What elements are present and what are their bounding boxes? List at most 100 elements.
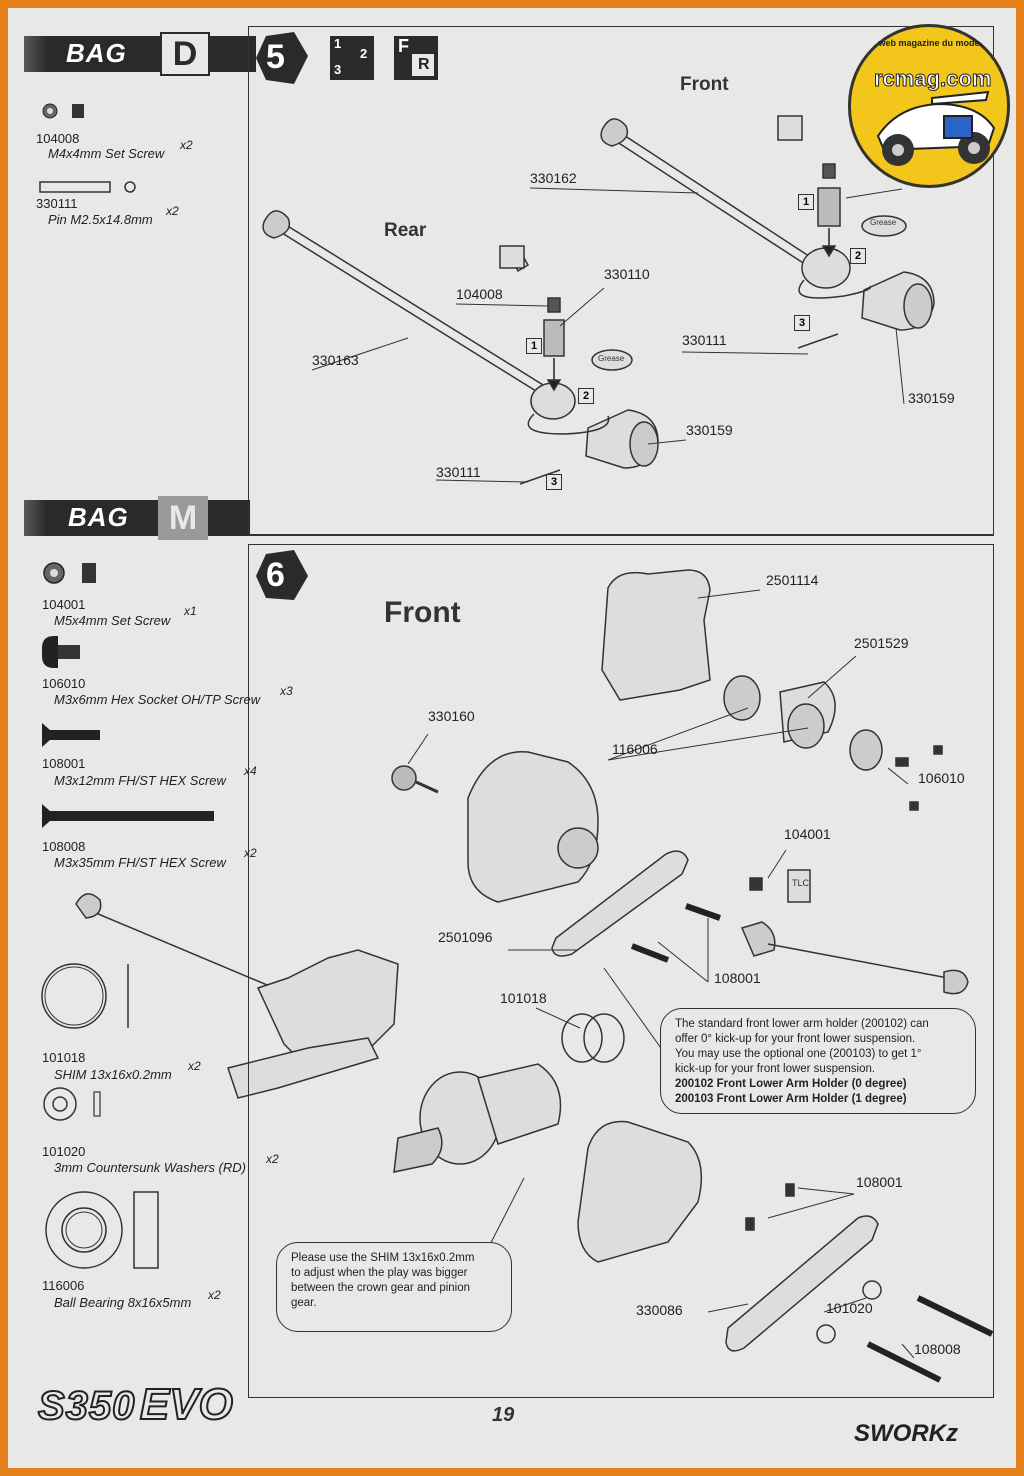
part-name: SHIM 13x16x0.2mm [54,1067,172,1082]
parts-icons-svg [39,103,994,1383]
part-label: 108001 [856,1174,903,1190]
part-name: M4x4mm Set Screw [48,146,165,161]
washer-icon [43,1087,77,1121]
part-number: 330111 [36,196,78,211]
part-label: 2501096 [438,929,493,945]
part-number: 104008 [36,131,80,146]
note-line-bold: 200103 Front Lower Arm Holder (1 degree) [675,1093,907,1105]
part-label: 330162 [530,170,577,186]
set-screw-icon [72,104,84,118]
part-label: 101018 [500,990,547,1006]
bag-d-letter: D [160,32,210,76]
note-line: to adjust when the play was bigger [291,1267,468,1279]
part-qty: x3 [280,684,293,698]
flat-head-screw-icon [42,723,100,747]
step-badges-svg [256,32,438,600]
part-number: 101020 [42,1144,86,1159]
kickup-note: The standard front lower arm holder (200… [660,1008,976,1114]
part-label: 104001 [784,826,831,842]
part-label: 330086 [636,1302,683,1318]
part-label: 330110 [604,266,650,282]
note-line: Please use the SHIM 13x16x0.2mm [291,1252,475,1264]
step-5-badge [256,32,308,84]
step-6-frame [248,544,994,1398]
note-line: The standard front lower arm holder (200… [675,1018,929,1030]
part-qty: x2 [166,204,179,218]
part-number: 101018 [42,1050,86,1065]
part-label: 330163 [312,352,359,368]
note-line: You may use the optional one (200103) to… [675,1048,922,1060]
bag-d-header [24,36,256,72]
part-number: 104001 [42,597,86,612]
order-icon [330,36,374,80]
step-5-frame [248,26,994,536]
note-line-bold: 200102 Front Lower Arm Holder (0 degree) [675,1078,907,1090]
order-icon-2: 2 [360,46,368,61]
part-qty: x4 [244,764,257,778]
tlc-label: TLC [792,878,810,888]
part-label: 2501529 [854,635,909,651]
front-driveshaft-drawing [600,115,935,349]
part-label: 330111 [682,332,727,348]
part-label: 330159 [686,422,733,438]
part-number: 108001 [42,756,86,771]
part-number: 116006 [42,1278,85,1293]
note-line: offer 0° kick-up for your front lower su… [675,1033,916,1045]
brand-logo: SWORKz [854,1420,958,1447]
part-label: 330159 [908,390,955,406]
part-name: M3x6mm Hex Socket OH/TP Screw [54,692,261,707]
part-name: Pin M2.5x14.8mm [48,212,153,227]
step-5-number: 5 [266,38,285,76]
note-line: between the crown gear and pinion [291,1282,471,1294]
part-name: M3x35mm FH/ST HEX Screw [54,855,226,870]
step-6-badge [256,550,308,600]
watermark-site: rcmag.com [873,66,992,92]
part-qty: x2 [180,138,193,152]
step-6-heading: Front [384,596,461,629]
part-label: 330160 [428,708,475,724]
step-5-front-heading: Front [680,74,729,95]
bag-d-word: BAG [66,38,127,68]
part-qty: x2 [244,846,257,860]
part-label: 108008 [914,1341,961,1357]
part-qty: x2 [266,1152,279,1166]
step-6-number: 6 [266,556,285,594]
fr-icon-r: R [418,56,430,73]
pin-icon [39,181,111,193]
step-5-rear-heading: Rear [384,220,427,241]
bag-m-letter: M [158,496,208,540]
grease-label: Grease [870,218,897,227]
car-icon [876,90,996,166]
step-box: 1 [526,338,542,354]
step-box: 3 [794,315,810,331]
step-box: 2 [850,248,866,264]
page-number: 19 [492,1404,515,1426]
part-name: 3mm Countersunk Washers (RD) [54,1160,246,1175]
model-logo: S350 EVO [37,1379,234,1430]
note-line: gear. [291,1297,317,1309]
watermark-tagline: Le web magazine du modelisme [865,38,1003,48]
order-icon-3: 3 [334,62,342,77]
part-name: Ball Bearing 8x16x5mm [54,1295,192,1310]
model-name: S350 [37,1383,136,1429]
shim-note: Please use the SHIM 13x16x0.2mm to adjus… [276,1242,512,1332]
part-name: M3x12mm FH/ST HEX Screw [54,773,226,788]
step-box: 3 [546,474,562,490]
rcmag-watermark: rcmag.com Le web magazine du modelisme [848,24,1010,188]
bearing-icon [45,1191,123,1269]
order-icon-1: 1 [334,36,342,51]
part-label: 106010 [918,770,965,786]
part-number: 106010 [42,676,86,691]
step-box: 2 [578,388,594,404]
part-label: 108001 [714,970,761,986]
part-label: 2501114 [766,572,819,588]
part-name: M5x4mm Set Screw [54,613,171,628]
model-suffix: EVO [139,1379,234,1430]
bag-m-header [24,500,250,536]
part-qty: x1 [184,604,197,618]
front-gearbox-drawing [75,569,994,1383]
button-screw-icon [42,636,58,668]
part-number: 108008 [42,839,86,854]
part-qty: x2 [208,1288,221,1302]
manual-page: BAG D [8,8,1016,1468]
